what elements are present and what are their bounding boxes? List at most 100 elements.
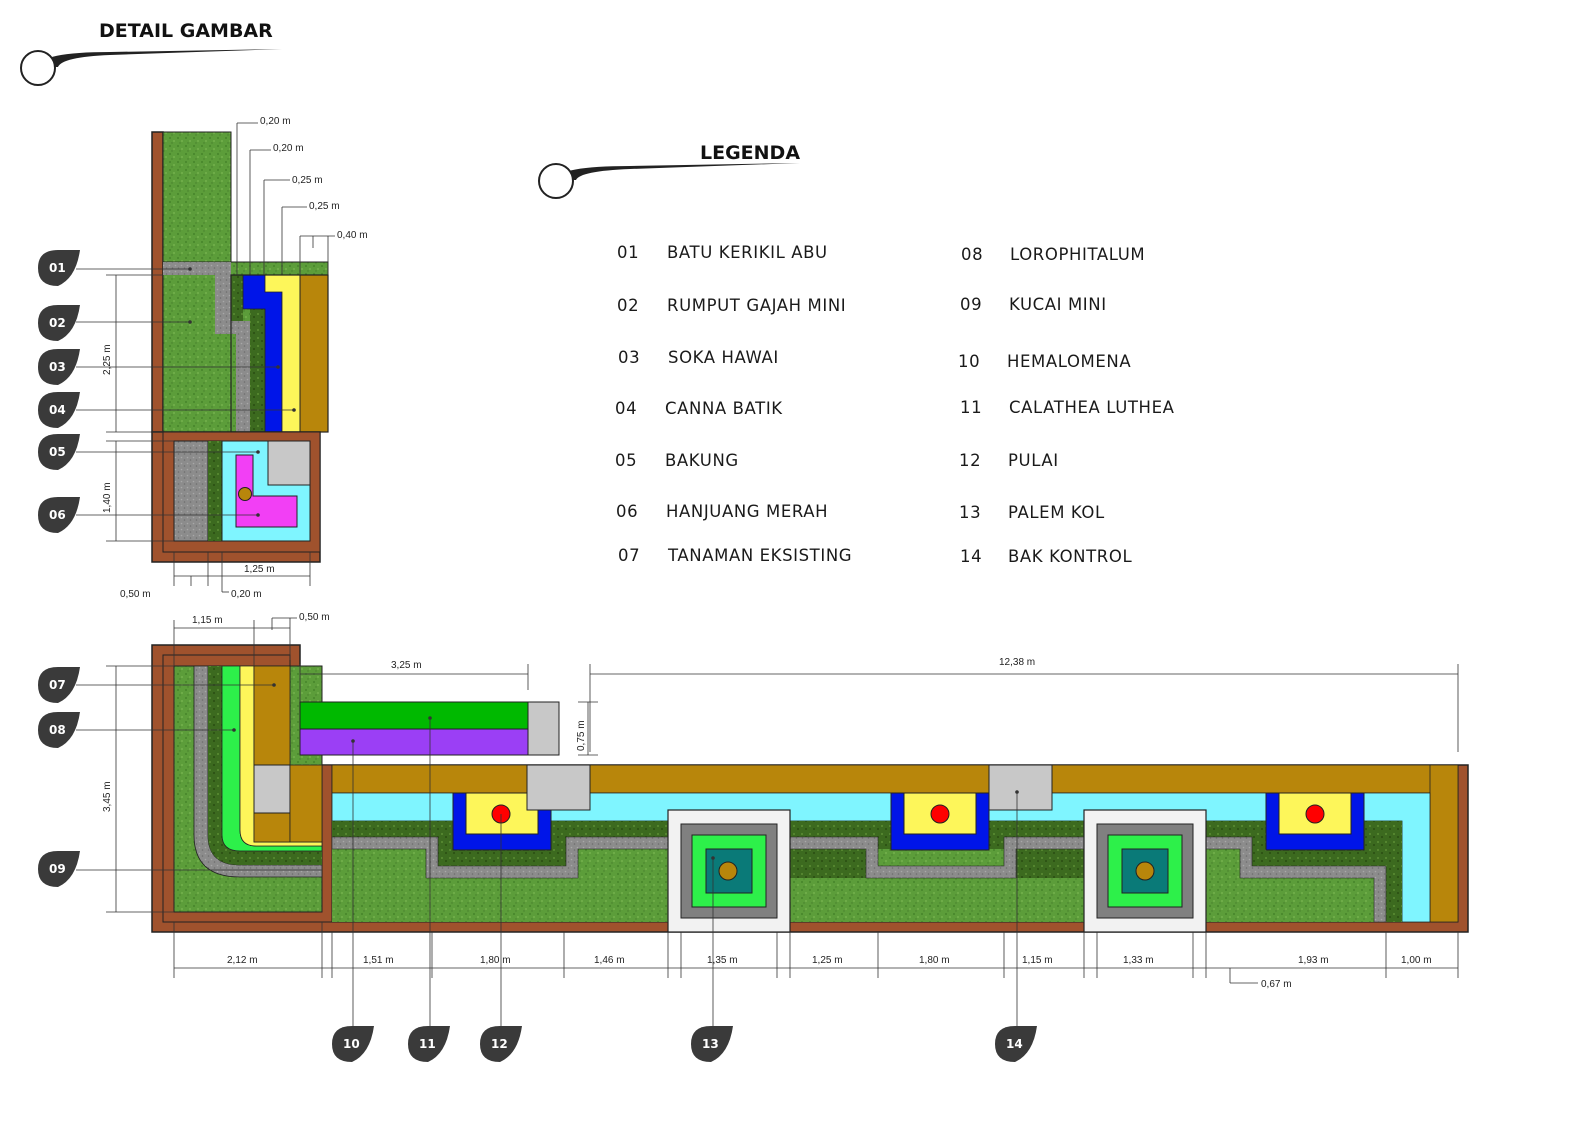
dim-label: 3,25 m <box>391 660 422 671</box>
legend-label: RUMPUT GAJAH MINI <box>667 296 846 315</box>
dim-label: 1,25 m <box>244 564 275 575</box>
dim-label: 1,80 m <box>480 955 511 966</box>
concrete-block <box>527 701 560 756</box>
svg-text:14: 14 <box>1006 1037 1023 1051</box>
legend-num: 04 <box>615 399 637 418</box>
leader-lines <box>76 268 1018 1028</box>
dark-grass-strip <box>250 275 265 432</box>
dim-label: 1,15 m <box>192 615 223 626</box>
svg-text:02: 02 <box>49 316 66 330</box>
legend-list: 01 BATU KERIKIL ABU 02 RUMPUT GAJAH MINI… <box>615 243 1175 566</box>
legend-num: 13 <box>959 503 981 522</box>
page-title: DETAIL GAMBAR <box>99 20 273 42</box>
legend-label: HANJUANG MERAH <box>666 502 828 521</box>
legend-label: LOROPHITALUM <box>1010 245 1145 264</box>
callout-badge: 04 <box>38 392 80 428</box>
dim-label: 12,38 m <box>999 657 1035 668</box>
palm-planter <box>1083 809 1207 933</box>
dim-label: 1,35 m <box>707 955 738 966</box>
dim-label: 1,93 m <box>1298 955 1329 966</box>
tree-symbol <box>238 487 252 501</box>
dim-label: 0,40 m <box>337 230 368 241</box>
dim-label: 1,33 m <box>1123 955 1154 966</box>
grass-area <box>162 131 232 263</box>
legend-label: BATU KERIKIL ABU <box>667 243 828 262</box>
legend-label: PALEM KOL <box>1008 503 1105 522</box>
dim-label: 1,80 m <box>919 955 950 966</box>
green-band <box>299 701 529 730</box>
dim-label: 1,46 m <box>594 955 625 966</box>
svg-text:13: 13 <box>702 1037 719 1051</box>
legend-num: 08 <box>961 245 983 264</box>
title-block: DETAIL GAMBAR <box>20 20 282 86</box>
gravel-strip <box>215 275 250 432</box>
legend-num: 07 <box>618 546 640 565</box>
dim-label: 0,25 m <box>292 175 323 186</box>
legend-num: 09 <box>960 295 982 314</box>
upper-detail-plan <box>151 131 329 563</box>
purple-band <box>299 728 529 756</box>
legend-title-block: LEGENDA <box>538 142 800 199</box>
gold-plant-bed <box>289 764 323 843</box>
legend-label: CANNA BATIK <box>665 399 783 418</box>
dim-label: 1,00 m <box>1401 955 1432 966</box>
legend-label: BAK KONTROL <box>1008 547 1132 566</box>
title-swoosh <box>38 49 282 67</box>
callout-badge: 11 <box>408 1026 450 1062</box>
dim-label: 1,40 m <box>102 482 113 513</box>
callout-badge: 13 <box>691 1026 733 1062</box>
dim-label: 0,67 m <box>1261 979 1292 990</box>
gravel-strip <box>1204 836 1387 923</box>
svg-text:07: 07 <box>49 678 66 692</box>
dim-label: 2,25 m <box>102 344 113 375</box>
legend-circle <box>538 163 574 199</box>
dim-label: 1,51 m <box>363 955 394 966</box>
callout-badge: 02 <box>38 305 80 341</box>
legend-label: SOKA HAWAI <box>668 348 779 367</box>
control-box <box>526 764 591 811</box>
legend-num: 01 <box>617 243 639 262</box>
legend-num: 03 <box>618 348 640 367</box>
legend-label: CALATHEA LUTHEA <box>1009 398 1175 417</box>
concrete-block <box>267 440 311 486</box>
legend-num: 14 <box>960 547 982 566</box>
legend-label: PULAI <box>1008 451 1059 470</box>
dim-label: 3,45 m <box>102 781 113 812</box>
control-box <box>988 764 1053 811</box>
dim-label: 0,75 m <box>576 720 587 751</box>
dim-label: 1,15 m <box>1022 955 1053 966</box>
legend-num: 11 <box>960 398 982 417</box>
dark-grass-strip <box>231 275 243 321</box>
palm-planter <box>667 809 791 933</box>
svg-text:10: 10 <box>343 1037 360 1051</box>
legend-label: KUCAI MINI <box>1009 295 1107 314</box>
svg-text:03: 03 <box>49 360 66 374</box>
legend-swoosh <box>556 163 800 180</box>
gold-plant-bed <box>253 665 291 843</box>
callout-badge: 06 <box>38 497 80 533</box>
callout-badge: 08 <box>38 712 80 748</box>
callout-badge: 09 <box>38 851 80 887</box>
svg-text:08: 08 <box>49 723 66 737</box>
legend-num: 05 <box>615 451 637 470</box>
callout-badge: 07 <box>38 667 80 703</box>
yellow-plant-bed <box>1278 792 1352 835</box>
legend-label: BAKUNG <box>665 451 739 470</box>
dim-label: 0,20 m <box>260 116 291 127</box>
border-wall <box>151 131 164 433</box>
tree-symbol <box>1305 804 1325 824</box>
callout-badge: 01 <box>38 250 80 286</box>
dim-label: 2,12 m <box>227 955 258 966</box>
svg-text:04: 04 <box>49 403 66 417</box>
concrete-block <box>253 764 291 814</box>
callout-badge: 12 <box>480 1026 522 1062</box>
callout-badge: 10 <box>332 1026 374 1062</box>
legend-num: 10 <box>958 352 980 371</box>
gravel-strip <box>163 262 231 275</box>
dim-label: 0,50 m <box>299 612 330 623</box>
legend-num: 02 <box>617 296 639 315</box>
dim-label: 0,25 m <box>309 201 340 212</box>
callout-badge: 14 <box>995 1026 1037 1062</box>
svg-text:11: 11 <box>419 1037 436 1051</box>
